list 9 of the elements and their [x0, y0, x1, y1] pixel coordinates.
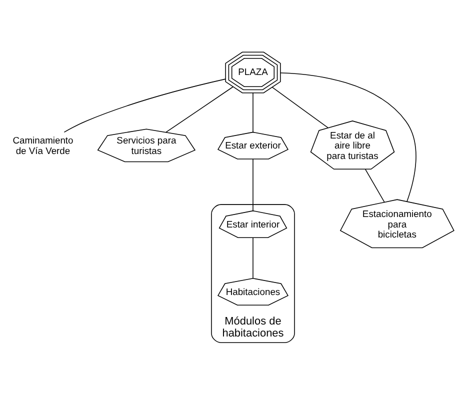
- connector: [166, 86, 234, 133]
- connector: [252, 158, 254, 212]
- connector: [272, 86, 328, 128]
- node-text: Caminamiento de Vía Verde: [12, 134, 74, 156]
- connector: [280, 72, 416, 202]
- connector: [252, 92, 254, 133]
- connector: [252, 237, 254, 279]
- connector: [64, 78, 226, 133]
- connector: [364, 168, 385, 202]
